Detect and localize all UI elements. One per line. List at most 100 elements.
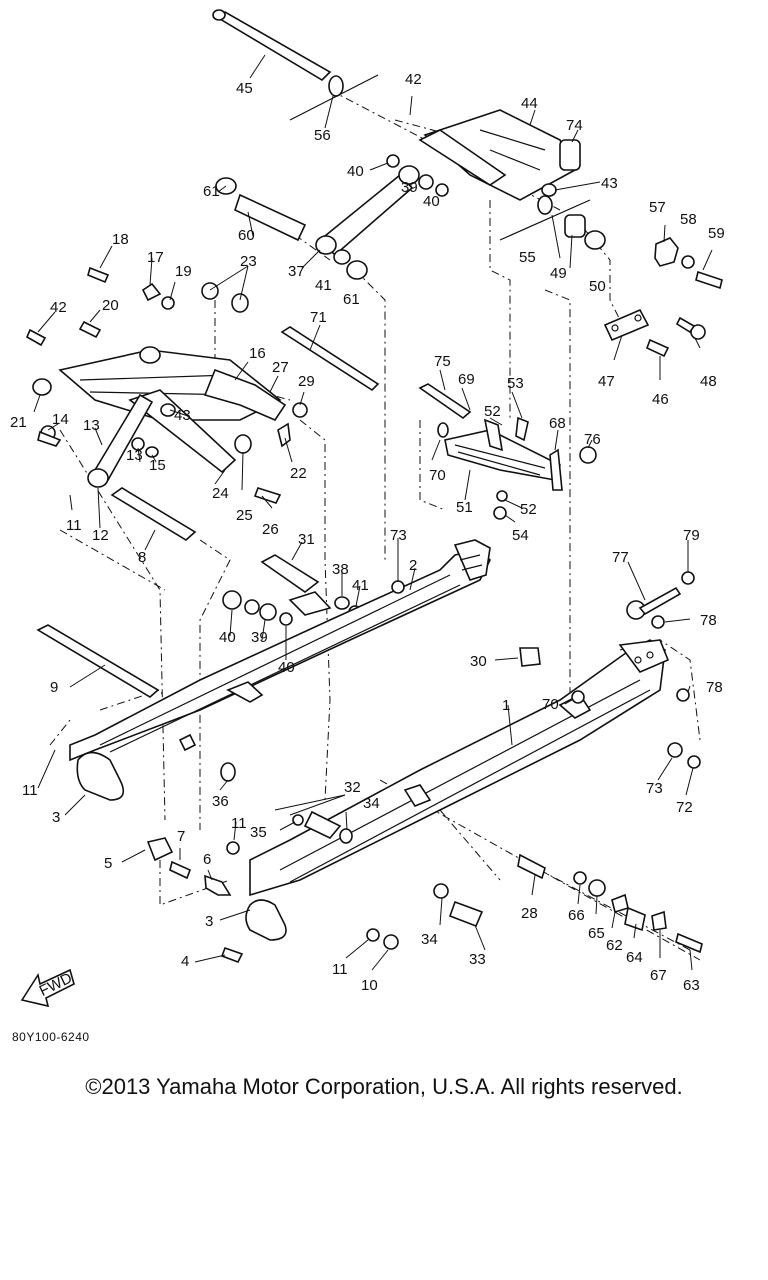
callout-15: 15	[149, 457, 166, 474]
callout-54: 54	[512, 527, 529, 544]
callout-59: 59	[708, 225, 725, 242]
callout-39: 39	[401, 179, 418, 196]
callout-3: 3	[52, 809, 60, 826]
callout-76: 76	[584, 431, 601, 448]
callout-72: 72	[676, 799, 693, 816]
callout-52: 52	[520, 501, 537, 518]
shaft-45	[212, 9, 379, 121]
callout-66: 66	[568, 907, 585, 924]
callout-31: 31	[298, 531, 315, 548]
callout-4: 4	[181, 953, 189, 970]
callout-70: 70	[429, 467, 446, 484]
callout-1: 1	[502, 697, 510, 714]
callout-61: 61	[343, 291, 360, 308]
callout-36: 36	[212, 793, 229, 810]
callout-65: 65	[588, 925, 605, 942]
long-bolt-9	[36, 624, 160, 698]
callout-17: 17	[147, 249, 164, 266]
callout-73: 73	[646, 780, 663, 797]
callout-62: 62	[606, 937, 623, 954]
callout-51: 51	[456, 499, 473, 516]
spacers-middle	[222, 554, 362, 626]
lower-hardware	[146, 571, 703, 964]
callout-55: 55	[519, 249, 536, 266]
callout-68: 68	[549, 415, 566, 432]
callout-16: 16	[249, 345, 266, 362]
callout-27: 27	[272, 359, 289, 376]
callout-75: 75	[434, 353, 451, 370]
callout-78: 78	[706, 679, 723, 696]
callout-numbers: 4556424474403940436160374161554950575859…	[10, 71, 725, 994]
callout-30: 30	[470, 653, 487, 670]
callout-10: 10	[361, 977, 378, 994]
callout-78: 78	[700, 612, 717, 629]
callout-53: 53	[507, 375, 524, 392]
callout-5: 5	[104, 855, 112, 872]
callout-12: 12	[92, 527, 109, 544]
callout-9: 9	[50, 679, 58, 696]
callout-58: 58	[680, 211, 697, 228]
callout-8: 8	[138, 549, 146, 566]
exploded-parts-diagram: FWD	[10, 9, 725, 1008]
callout-52: 52	[484, 403, 501, 420]
callout-41: 41	[315, 277, 332, 294]
callout-2: 2	[409, 557, 417, 574]
callout-69: 69	[458, 371, 475, 388]
callout-7: 7	[177, 828, 185, 845]
fwd-label: FWD	[37, 969, 75, 999]
callout-42: 42	[50, 299, 67, 316]
callout-60: 60	[238, 227, 255, 244]
callout-leaders	[33, 54, 713, 971]
callout-11: 11	[332, 961, 348, 978]
callout-45: 45	[236, 80, 253, 97]
callout-13: 13	[126, 447, 143, 464]
callout-41: 41	[352, 577, 369, 594]
callout-34: 34	[421, 931, 438, 948]
right-hardware	[499, 183, 723, 290]
callout-40: 40	[219, 629, 236, 646]
callout-77: 77	[612, 549, 629, 566]
callout-18: 18	[112, 231, 129, 248]
callout-74: 74	[566, 117, 583, 134]
callout-79: 79	[683, 527, 700, 544]
callout-21: 21	[10, 414, 27, 431]
callout-19: 19	[175, 263, 192, 280]
shaft-8	[110, 487, 197, 541]
callout-26: 26	[262, 521, 279, 538]
fwd-arrow-icon: FWD	[20, 968, 75, 1008]
callout-39: 39	[251, 629, 268, 646]
callout-24: 24	[212, 485, 229, 502]
rear-arm-51	[418, 383, 597, 520]
callout-35: 35	[250, 824, 267, 841]
plate-47	[603, 308, 706, 358]
callout-48: 48	[700, 373, 717, 390]
copyright-notice: ©2013 Yamaha Motor Corporation, U.S.A. A…	[85, 1074, 683, 1099]
callout-56: 56	[314, 127, 331, 144]
callout-42: 42	[405, 71, 422, 88]
callout-6: 6	[203, 851, 211, 868]
callout-43: 43	[174, 407, 191, 424]
callout-46: 46	[652, 391, 669, 408]
callout-49: 49	[550, 265, 567, 282]
callout-29: 29	[298, 373, 315, 390]
callout-20: 20	[102, 297, 119, 314]
callout-3: 3	[205, 913, 213, 930]
diagram-code: 80Y100-6240	[12, 1030, 90, 1044]
front-arm-assembly	[25, 266, 308, 504]
callout-73: 73	[390, 527, 407, 544]
callout-33: 33	[469, 951, 486, 968]
callout-50: 50	[589, 278, 606, 295]
callout-32: 32	[344, 779, 361, 796]
callout-22: 22	[290, 465, 307, 482]
callout-43: 43	[601, 175, 618, 192]
upper-arm-44	[418, 109, 581, 201]
runner-3-upper	[76, 751, 125, 801]
callout-47: 47	[598, 373, 615, 390]
callout-23: 23	[240, 253, 257, 270]
callout-40: 40	[423, 193, 440, 210]
callout-44: 44	[521, 95, 538, 112]
callout-71: 71	[310, 309, 327, 326]
callout-64: 64	[626, 949, 643, 966]
callout-40: 40	[278, 659, 295, 676]
callout-70: 70	[542, 696, 559, 713]
